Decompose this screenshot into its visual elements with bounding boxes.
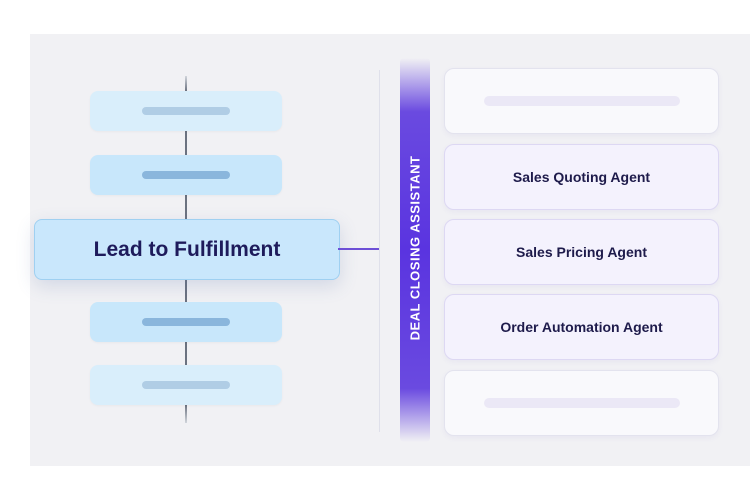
agent-label: Sales Pricing Agent xyxy=(516,244,647,260)
flow-connector xyxy=(185,131,187,155)
placeholder-bar xyxy=(142,318,230,326)
placeholder-bar xyxy=(142,171,230,179)
placeholder-bar xyxy=(483,398,680,408)
agent-card-placeholder xyxy=(444,370,719,436)
agent-card-order-automation: Order Automation Agent xyxy=(444,294,719,360)
agent-label: Sales Quoting Agent xyxy=(512,169,651,185)
agent-card-placeholder xyxy=(444,68,719,134)
flow-connector xyxy=(185,76,187,91)
assistant-zone xyxy=(379,70,720,432)
assistant-label: DEAL CLOSING ASSISTANT xyxy=(407,155,423,341)
placeholder-bar xyxy=(142,381,230,389)
flow-step-placeholder xyxy=(90,302,282,342)
agent-card-sales-pricing: Sales Pricing Agent xyxy=(444,219,719,285)
placeholder-bar xyxy=(142,107,230,115)
placeholder-bar xyxy=(483,96,680,106)
flow-connector xyxy=(185,278,187,302)
agent-card-sales-quoting: Sales Quoting Agent xyxy=(444,144,719,210)
agent-label: Order Automation Agent xyxy=(500,319,663,335)
flow-step-placeholder xyxy=(90,365,282,405)
flow-connector xyxy=(185,195,187,219)
assistant-band xyxy=(400,58,430,442)
flow-connector xyxy=(185,342,187,365)
link-connector xyxy=(338,248,379,250)
flow-connector xyxy=(185,405,187,423)
main-process-label: Lead to Fulfillment xyxy=(93,237,281,261)
flow-step-placeholder xyxy=(90,91,282,131)
flow-step-placeholder xyxy=(90,155,282,195)
main-process-box: Lead to Fulfillment xyxy=(34,219,340,280)
